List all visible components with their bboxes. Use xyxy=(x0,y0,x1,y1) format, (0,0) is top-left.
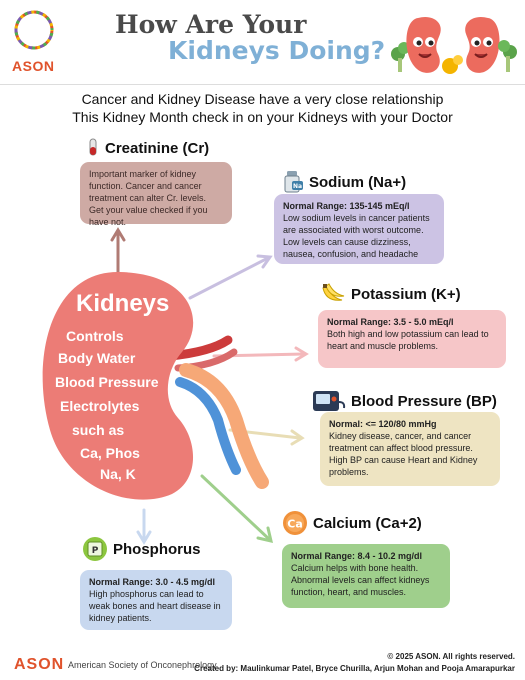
footer-logo: ASON xyxy=(14,656,65,673)
potassium-heading: Potassium (K+) xyxy=(320,282,461,306)
sodium-heading: Na Sodium (Na+) xyxy=(282,170,406,194)
title-line-1: How Are Your xyxy=(115,10,307,39)
phosphorus-heading-text: Phosphorus xyxy=(113,540,201,558)
creatinine-heading-text: Creatinine (Cr) xyxy=(105,139,210,157)
sodium-heading-text: Sodium (Na+) xyxy=(309,173,407,191)
banana-icon xyxy=(322,283,345,301)
kidney-line-such-as: such as xyxy=(72,422,125,438)
calcium-text: Calcium helps with bone health. Abnormal… xyxy=(291,563,430,597)
potassium-normal-range: Normal Range: 3.5 - 5.0 mEq/l xyxy=(327,317,454,327)
ason-logo: ASON xyxy=(6,6,64,80)
calcium-box: Normal Range: 8.4 - 10.2 mg/dl Calcium h… xyxy=(282,544,450,608)
creatinine-text: Important marker of kidney function. Can… xyxy=(89,169,208,227)
blood-pressure-monitor-icon xyxy=(313,391,346,411)
calcium-icon-text: Ca xyxy=(287,518,303,531)
blood-pressure-normal: Normal: <= 120/80 mmHg xyxy=(329,419,437,429)
phosphorus-heading: P Phosphorus xyxy=(82,536,201,562)
blood-pressure-text: Kidney disease, cancer, and cancer treat… xyxy=(329,431,478,477)
phosphorus-icon-text: P xyxy=(92,546,99,556)
potassium-box: Normal Range: 3.5 - 5.0 mEq/l Both high … xyxy=(318,310,506,368)
logo-text: ASON xyxy=(12,58,55,74)
creatinine-heading: Creatinine (Cr) xyxy=(86,138,209,158)
potassium-text: Both high and low potassium can lead to … xyxy=(327,329,489,351)
phosphorus-icon: P xyxy=(83,537,107,561)
cartoon-kidneys-icon xyxy=(391,16,517,74)
phosphorus-box: Normal Range: 3.0 - 4.5 mg/dl High phosp… xyxy=(80,570,232,630)
svg-text:Na: Na xyxy=(293,183,302,190)
header-divider xyxy=(0,84,525,85)
calcium-normal-range: Normal Range: 8.4 - 10.2 mg/dl xyxy=(291,551,423,561)
blood-pressure-heading: Blood Pressure (BP) xyxy=(312,388,497,414)
kidney-line-na-k: Na, K xyxy=(100,466,136,482)
kidney-line-controls: Controls xyxy=(66,328,124,344)
blood-pressure-box: Normal: <= 120/80 mmHg Kidney disease, c… xyxy=(320,412,500,486)
test-tube-icon xyxy=(89,138,97,156)
sodium-box: Normal Range: 135-145 mEq/l Low sodium l… xyxy=(274,194,444,264)
phosphorus-normal-range: Normal Range: 3.0 - 4.5 mg/dl xyxy=(89,577,216,587)
footer-credits: Created by: Maulinkumar Patel, Bryce Chu… xyxy=(194,664,515,673)
kidney-line-blood-pressure: Blood Pressure xyxy=(55,374,159,390)
footer-copyright: © 2025 ASON. All rights reserved. xyxy=(387,652,515,661)
calcium-icon: Ca xyxy=(283,511,307,535)
phosphorus-text: High phosphorus can lead to weak bones a… xyxy=(89,589,221,623)
kidney-line-ca-phos: Ca, Phos xyxy=(80,445,140,461)
calcium-heading: Ca Calcium (Ca+2) xyxy=(282,510,422,536)
intro-line-1: Cancer and Kidney Disease have a very cl… xyxy=(81,91,444,107)
calcium-heading-text: Calcium (Ca+2) xyxy=(313,514,422,532)
kidney-illustration xyxy=(42,227,309,545)
ason-ribbon-ring-icon xyxy=(14,10,54,50)
intro-text: Cancer and Kidney Disease have a very cl… xyxy=(0,90,525,126)
blood-pressure-heading-text: Blood Pressure (BP) xyxy=(351,392,497,410)
title-line-2: Kidneys Doing? xyxy=(168,36,386,65)
sodium-text: Low sodium levels in cancer patients are… xyxy=(283,213,430,259)
potassium-heading-text: Potassium (K+) xyxy=(351,285,461,303)
kidney-line-electrolytes: Electrolytes xyxy=(60,398,140,414)
footer-org-name: American Society of Onconephrology xyxy=(68,660,217,670)
intro-line-2: This Kidney Month check in on your Kidne… xyxy=(72,109,453,125)
creatinine-box: Important marker of kidney function. Can… xyxy=(80,162,232,227)
sodium-normal-range: Normal Range: 135-145 mEq/l xyxy=(283,201,410,211)
salt-shaker-icon: Na xyxy=(284,171,303,193)
kidney-title: Kidneys xyxy=(76,290,170,317)
kidney-line-body-water: Body Water xyxy=(58,350,136,366)
